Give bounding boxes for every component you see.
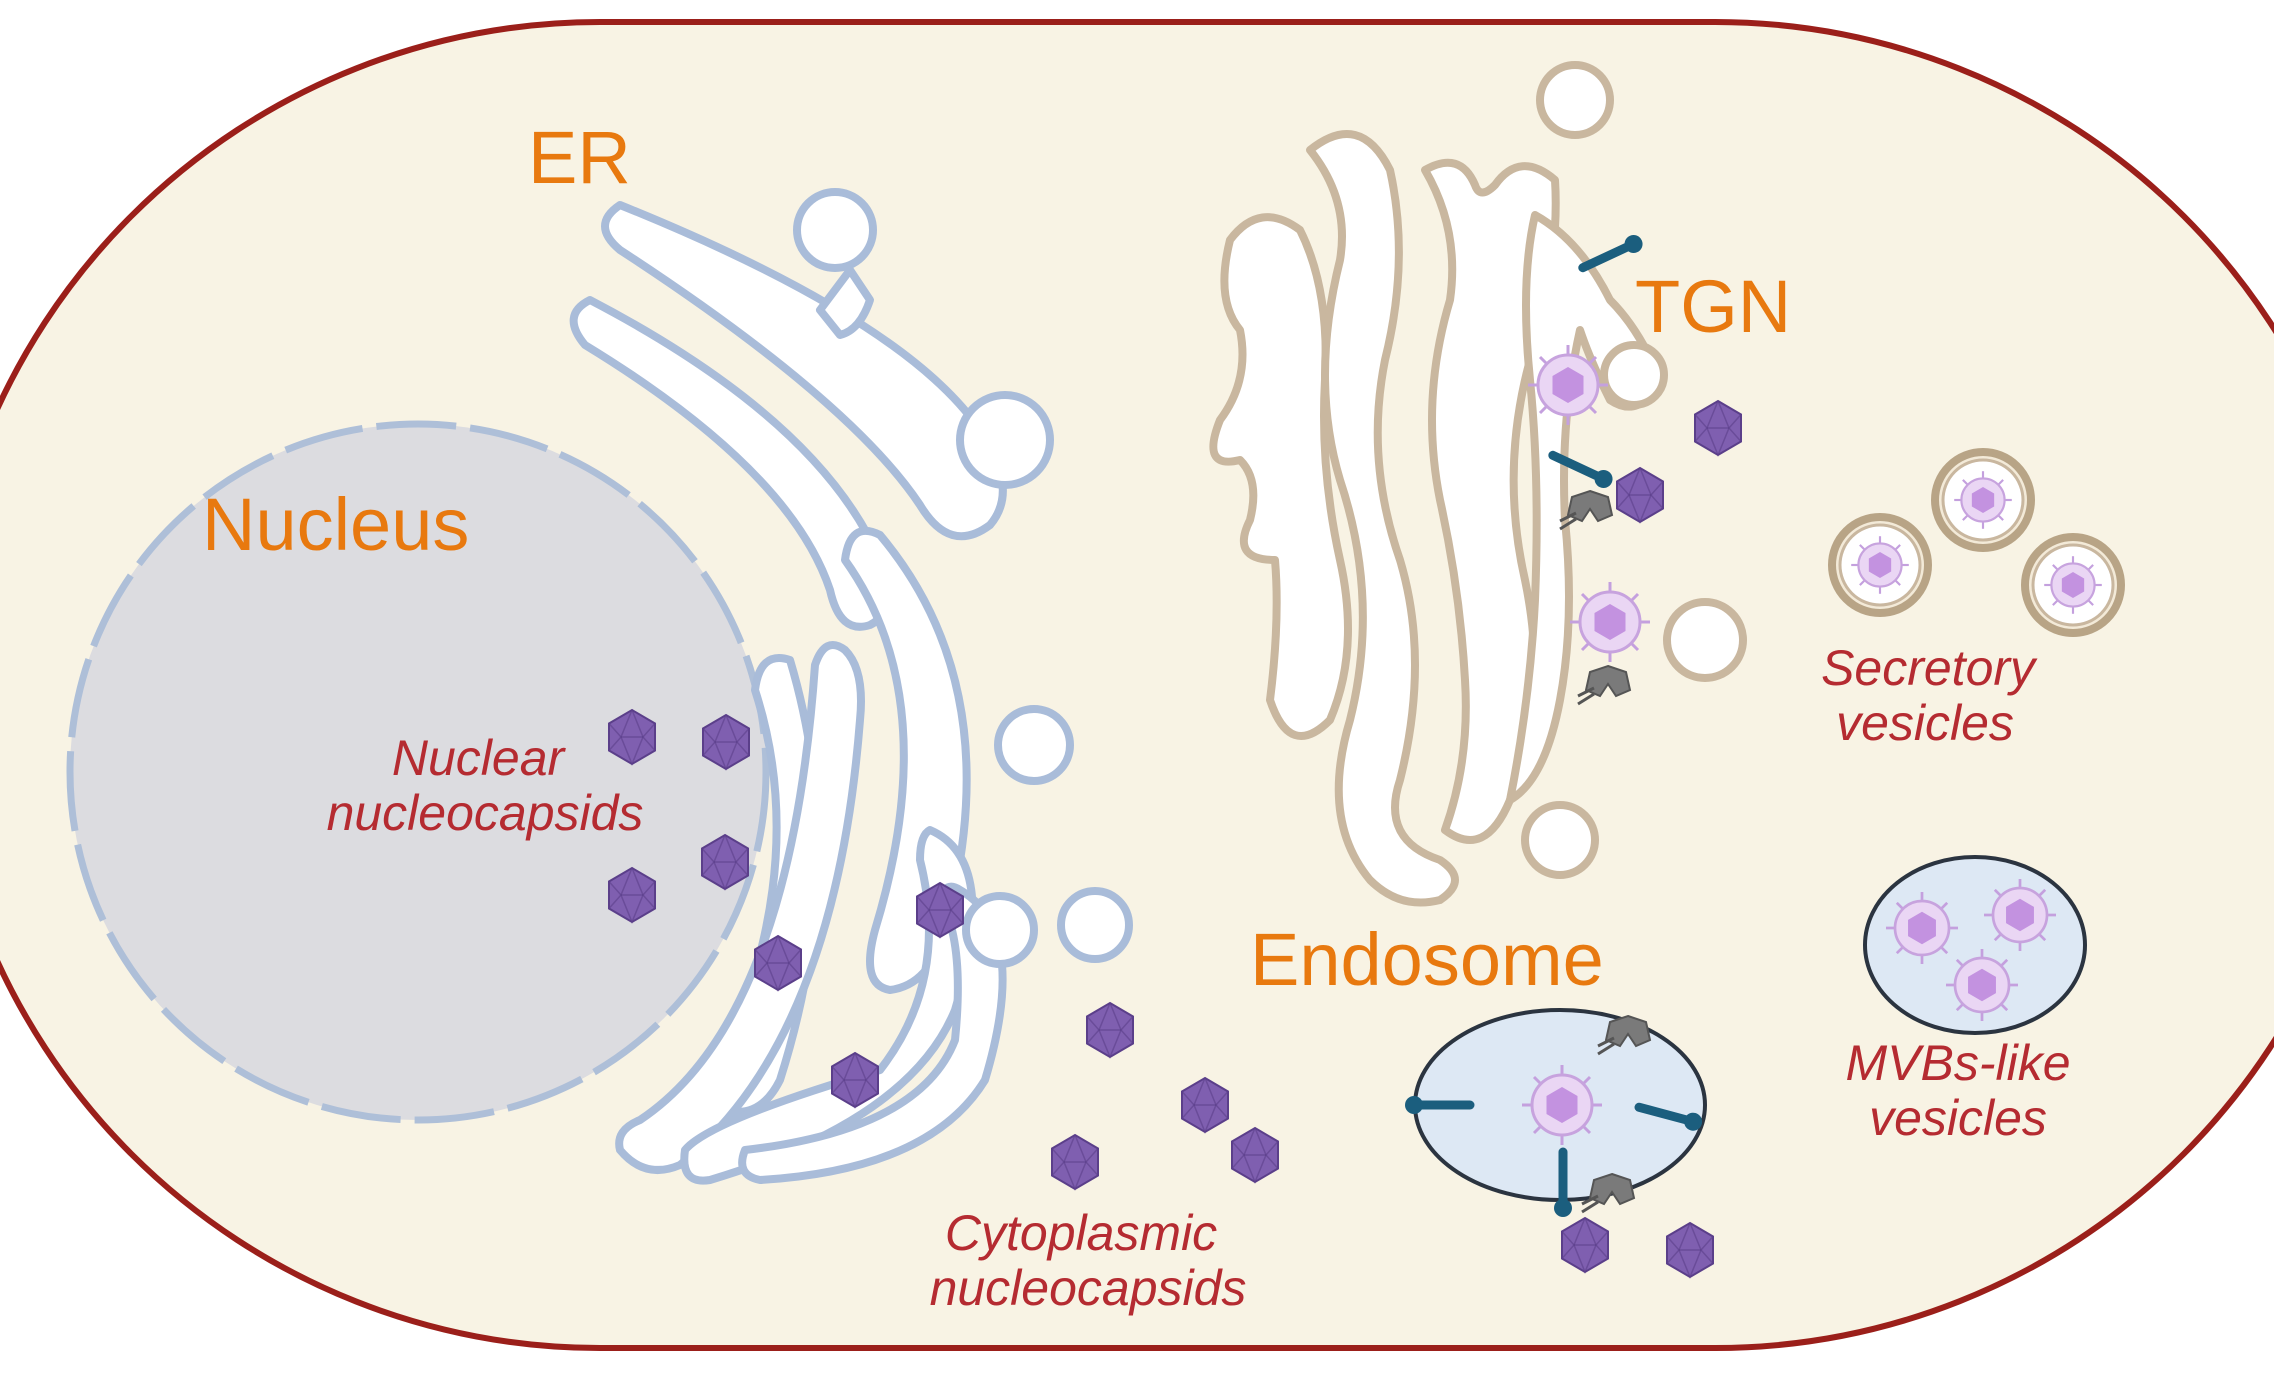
label-cytoplasmic-line1: Cytoplasmic <box>945 1205 1217 1261</box>
label-nucleus: Nucleus <box>202 483 469 566</box>
golgi-vesicles <box>1521 61 1747 879</box>
label-nuclear-line1: Nuclear <box>392 730 567 786</box>
label-nuclear-nucleocapsids: Nuclear nucleocapsids <box>327 730 644 841</box>
label-cytoplasmic-nucleocapsids: Cytoplasmic nucleocapsids <box>930 1205 1247 1316</box>
nucleus <box>66 420 770 1124</box>
er-vesicles <box>793 188 1133 968</box>
label-cytoplasmic-line2: nucleocapsids <box>930 1260 1247 1316</box>
endoplasmic-reticulum <box>569 201 1007 1185</box>
label-endosome: Endosome <box>1250 918 1604 1001</box>
label-secretory-line1: Secretory <box>1821 640 2038 696</box>
label-mvbs-line1: MVBs-like <box>1846 1035 2071 1091</box>
label-mvbs-like-vesicles: MVBs-like vesicles <box>1846 1035 2085 1146</box>
label-er: ER <box>528 116 631 199</box>
label-secretory-line2: vesicles <box>1836 695 2014 751</box>
label-mvbs-line2: vesicles <box>1869 1090 2047 1146</box>
label-secretory-vesicles: Secretory vesicles <box>1821 640 2049 751</box>
label-tgn: TGN <box>1635 265 1791 348</box>
label-nuclear-line2: nucleocapsids <box>327 785 644 841</box>
